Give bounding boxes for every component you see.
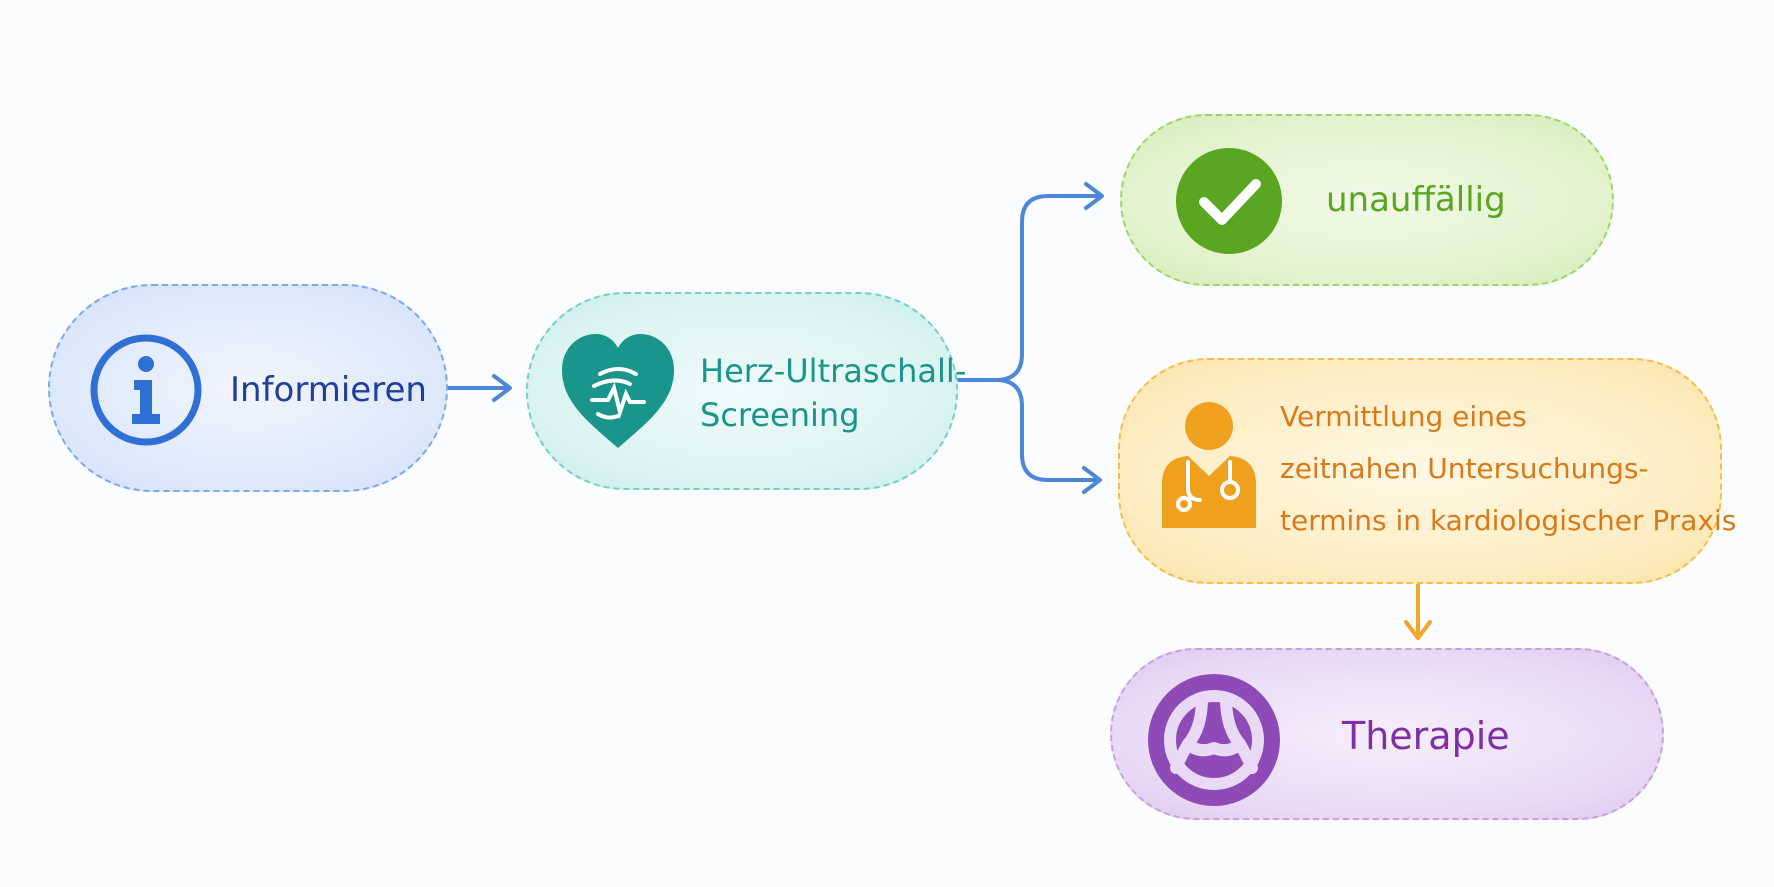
arrow-screening-to-referral <box>994 378 1100 482</box>
arrowhead-to-therapy <box>1404 620 1432 640</box>
node-screening: Herz-Ultraschall- Screening <box>526 292 966 490</box>
info-icon <box>86 330 206 450</box>
heart-ultrasound-icon <box>558 330 678 454</box>
arrow-screening-trunk <box>956 194 1102 382</box>
node-therapie: Therapie <box>1110 648 1664 820</box>
node-informieren: Informieren <box>48 284 448 492</box>
check-icon <box>1174 146 1284 256</box>
node-screening-label-line1: Herz-Ultraschall- <box>700 352 967 390</box>
node-screening-label-line2: Screening <box>700 396 860 434</box>
doctor-icon <box>1154 400 1264 530</box>
therapy-icon <box>1146 672 1282 808</box>
node-vermittlung: Vermittlung eines zeitnahen Untersuchung… <box>1118 358 1736 584</box>
node-vermittlung-label-line3: termins in kardiologischer Praxis <box>1280 504 1737 537</box>
node-informieren-label: Informieren <box>230 370 427 410</box>
arrowhead-inform-to-screening <box>492 374 512 402</box>
arrowhead-to-referral <box>1082 466 1102 494</box>
node-vermittlung-label-line1: Vermittlung eines <box>1280 400 1527 433</box>
node-unauffaellig-label: unauffällig <box>1326 180 1506 220</box>
arrowhead-to-ok <box>1084 182 1104 210</box>
node-unauffaellig: unauffällig <box>1120 114 1614 286</box>
node-therapie-label: Therapie <box>1342 714 1510 758</box>
node-vermittlung-label-line2: zeitnahen Untersuchungs- <box>1280 452 1649 485</box>
